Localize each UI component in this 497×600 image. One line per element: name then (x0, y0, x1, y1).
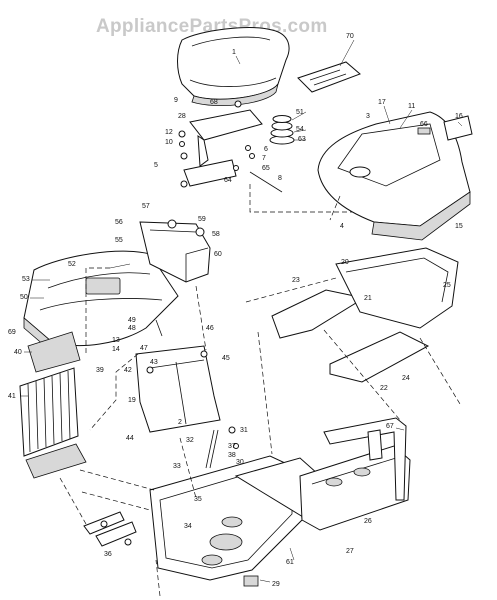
callout-41: 41 (8, 393, 16, 400)
callout-2: 2 (178, 419, 182, 426)
callout-15: 15 (455, 223, 463, 230)
callout-labels: 1 2 3 4 5 6 7 8 9 10 11 12 13 14 15 16 1… (8, 33, 463, 588)
callout-49: 49 (128, 317, 136, 324)
callout-67: 67 (386, 423, 394, 430)
callout-50: 50 (20, 294, 28, 301)
seat-spring-part (269, 115, 295, 145)
front-bracket-part (83, 511, 137, 547)
callout-1: 1 (232, 49, 236, 56)
callout-33: 33 (173, 463, 181, 470)
callout-5: 5 (154, 162, 158, 169)
callout-66: 66 (420, 121, 428, 128)
callout-19: 19 (128, 397, 136, 404)
callout-37: 37 (228, 443, 236, 450)
seat-part (177, 27, 290, 107)
shield-part (135, 319, 221, 433)
callout-25: 25 (443, 282, 451, 289)
callout-13: 13 (112, 337, 120, 344)
callout-61: 61 (286, 559, 294, 566)
callout-35: 35 (194, 496, 202, 503)
callout-56: 56 (115, 219, 123, 226)
callout-22: 22 (380, 385, 388, 392)
callout-21: 21 (364, 295, 372, 302)
callout-47: 47 (140, 345, 148, 352)
running-board-part (271, 247, 459, 383)
main-frame-part (149, 417, 411, 587)
callout-16: 16 (455, 113, 463, 120)
linkage-part (205, 426, 239, 469)
callout-27: 27 (346, 548, 354, 555)
callout-60: 60 (214, 251, 222, 258)
callout-36: 36 (104, 551, 112, 558)
callout-17: 17 (378, 99, 386, 106)
callout-57: 57 (142, 203, 150, 210)
callout-69: 69 (8, 329, 16, 336)
callout-43: 43 (150, 359, 158, 366)
callout-8: 8 (278, 175, 282, 182)
grille-part (19, 331, 87, 479)
seat-bracket-part (178, 100, 283, 193)
callout-65: 65 (262, 165, 270, 172)
callout-9: 9 (174, 97, 178, 104)
decal-part (297, 61, 361, 93)
callout-64: 64 (224, 177, 232, 184)
callout-34: 34 (184, 523, 192, 530)
callout-7: 7 (262, 155, 266, 162)
callout-29: 29 (272, 581, 280, 588)
callout-39: 39 (96, 367, 104, 374)
callout-68: 68 (210, 99, 218, 106)
callout-28: 28 (178, 113, 186, 120)
callout-44: 44 (126, 435, 134, 442)
callout-3: 3 (366, 113, 370, 120)
callout-4: 4 (340, 223, 344, 230)
callout-42: 42 (124, 367, 132, 374)
callout-14: 14 (112, 346, 120, 353)
callout-70: 70 (346, 33, 354, 40)
callout-55: 55 (115, 237, 123, 244)
callout-31: 31 (240, 427, 248, 434)
assembly-lines (59, 184, 461, 597)
leader-lines (20, 39, 463, 583)
callout-40: 40 (14, 349, 22, 356)
callout-45: 45 (222, 355, 230, 362)
callout-11: 11 (408, 103, 415, 110)
callout-52: 52 (68, 261, 76, 268)
callout-38: 38 (228, 452, 236, 459)
callout-58: 58 (212, 231, 220, 238)
callout-24: 24 (402, 375, 410, 382)
callout-63: 63 (298, 136, 306, 143)
callout-32: 32 (186, 437, 194, 444)
callout-30: 30 (236, 459, 244, 466)
callout-54: 54 (296, 126, 304, 133)
callout-59: 59 (198, 216, 206, 223)
callout-12: 12 (165, 129, 173, 136)
callout-53: 53 (22, 276, 30, 283)
callout-26: 26 (364, 518, 372, 525)
fender-part (317, 111, 473, 241)
callout-23: 23 (292, 277, 300, 284)
dash-panel-part (139, 219, 211, 283)
callout-20: 20 (341, 259, 349, 266)
callout-6: 6 (264, 146, 268, 153)
callout-46: 46 (206, 325, 214, 332)
callout-48: 48 (128, 325, 136, 332)
callout-51: 51 (296, 109, 304, 116)
callout-10: 10 (165, 139, 173, 146)
